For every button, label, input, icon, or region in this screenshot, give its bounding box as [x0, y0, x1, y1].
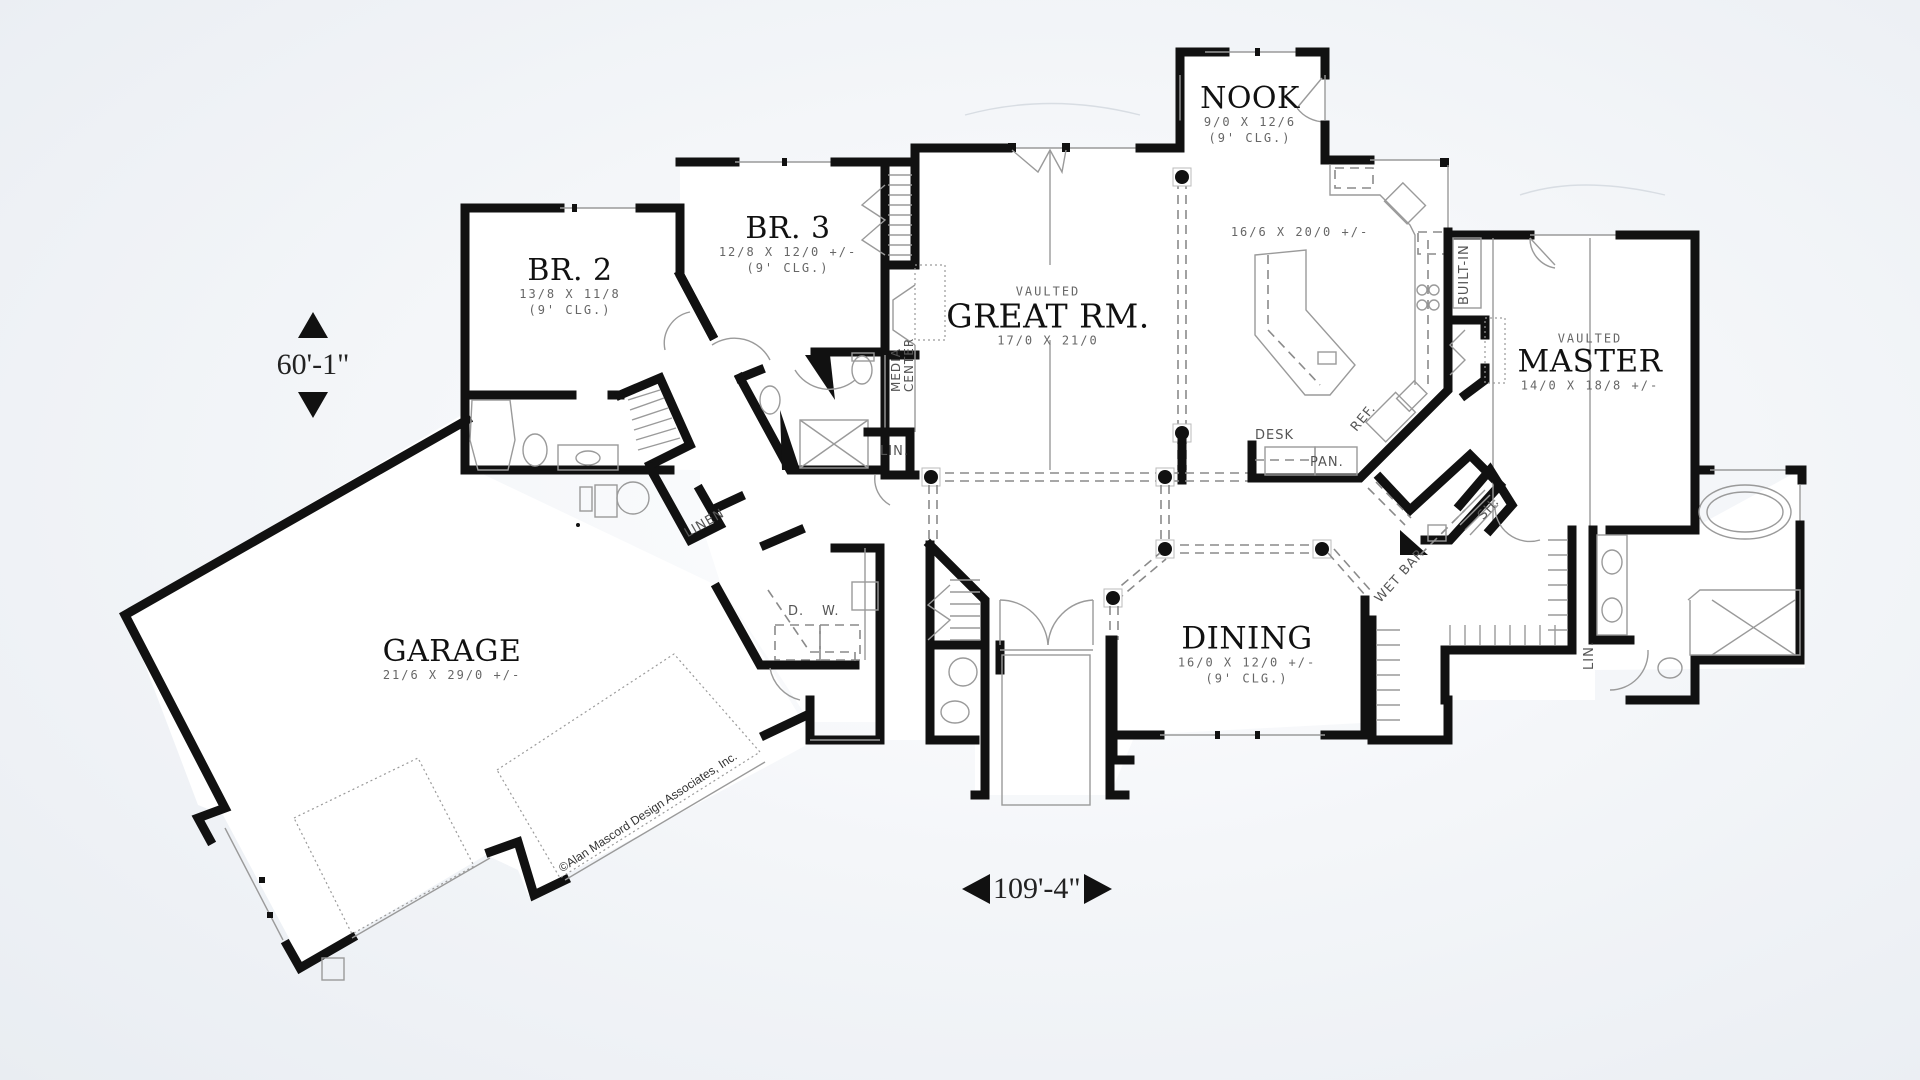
arrow-right-icon [1083, 874, 1112, 904]
room-label-master: VAULTED MASTER 14/0 X 18/8 +/- [1517, 330, 1662, 393]
room-dimensions: 12/8 X 12/0 +/- [718, 244, 858, 259]
room-name: BR. 3 [745, 210, 831, 246]
room-dimensions: 13/8 X 11/8 [519, 286, 621, 301]
arrow-left-icon [962, 874, 990, 904]
arrow-up-icon [298, 312, 328, 338]
room-dimensions: 14/0 X 18/8 +/- [1520, 378, 1660, 393]
room-name: MASTER [1517, 343, 1663, 380]
room-label-dining: DINING 16/0 X 12/0 +/- (9' CLG.) [1178, 623, 1316, 686]
room-vaulted-note: VAULTED [1557, 331, 1623, 346]
room-dimensions: 16/0 X 12/0 +/- [1177, 655, 1317, 670]
room-ceiling: (9' CLG.) [746, 261, 830, 275]
label-dryer: D. [788, 604, 805, 619]
room-label-great-room: VAULTED GREAT RM. 17/0 X 21/0 [946, 283, 1149, 348]
label-built-in: BUILT-IN [1457, 244, 1472, 305]
label-desk: DESK [1255, 428, 1295, 443]
room-dimensions: 9/0 X 12/6 [1203, 114, 1297, 129]
room-name: BR. 2 [527, 252, 613, 288]
width-dimension: 109'-4" [962, 872, 1112, 906]
room-label-garage: GARAGE 21/6 X 29/0 +/- [382, 633, 522, 683]
room-name: DINING [1181, 620, 1313, 657]
label-media-center: MEDIA CENTER [889, 337, 916, 392]
room-label-nook: NOOK 9/0 X 12/6 (9' CLG.) [1200, 80, 1300, 146]
room-label-br3: BR. 3 12/8 X 12/0 +/- (9' CLG.) [718, 210, 858, 276]
room-label-kitchen: 16/6 X 20/0 +/- [1231, 224, 1369, 240]
room-ceiling: (9' CLG.) [1205, 671, 1289, 686]
room-name: GREAT RM. [946, 296, 1150, 336]
arrow-down-icon [298, 392, 328, 418]
depth-dimension: 60'-1" [268, 312, 358, 418]
room-dimensions: 16/6 X 20/0 +/- [1230, 224, 1370, 239]
room-dimensions: 17/0 X 21/0 [997, 333, 1099, 348]
label-lin-master: LIN. [1582, 641, 1597, 670]
room-label-br2: BR. 2 13/8 X 11/8 (9' CLG.) [519, 252, 621, 318]
width-dimension-value: 109'-4" [993, 872, 1081, 905]
room-name: GARAGE [382, 633, 522, 669]
label-washer: W. [822, 604, 840, 619]
room-vaulted-note: VAULTED [1015, 284, 1081, 299]
depth-dimension-value: 60'-1" [276, 348, 350, 381]
label-lin-hall: LIN. [880, 444, 909, 459]
room-name: NOOK [1200, 80, 1300, 116]
room-dimensions: 21/6 X 29/0 +/- [382, 667, 522, 682]
label-pantry: PAN. [1310, 455, 1344, 470]
room-ceiling: (9' CLG.) [528, 303, 612, 317]
room-ceiling: (9' CLG.) [1208, 131, 1292, 145]
